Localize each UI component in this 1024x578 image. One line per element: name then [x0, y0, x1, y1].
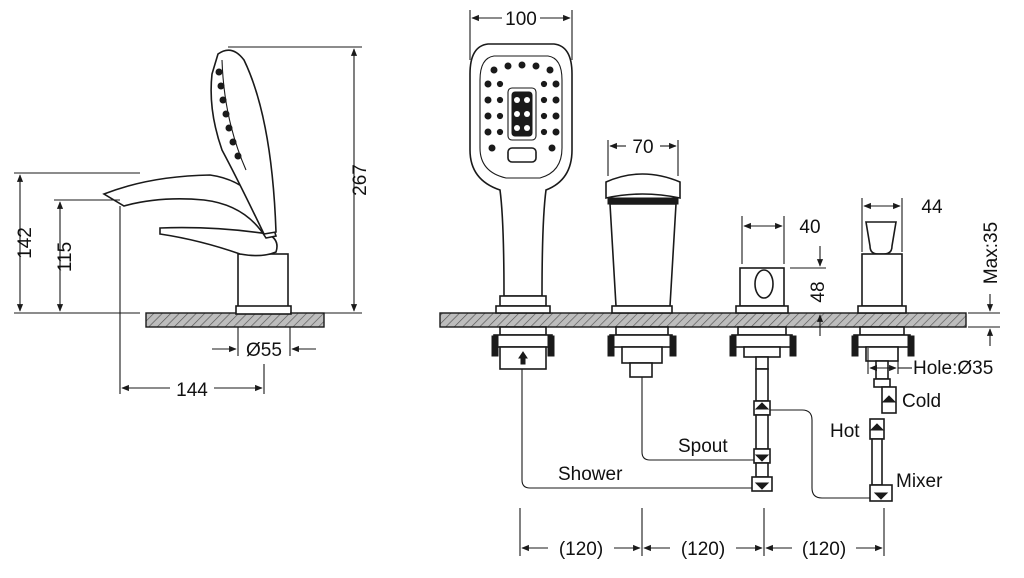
dim-valve-width: 40	[799, 217, 820, 238]
dim-lever-width: 44	[921, 197, 943, 218]
hand-shower-nozzles	[484, 61, 560, 152]
dim-valve-height: 48	[808, 281, 829, 302]
dim-spout-width: 70	[632, 137, 653, 158]
hand-shower	[469, 43, 573, 314]
side-base-body	[237, 253, 289, 313]
label-hot: Hot	[830, 421, 860, 442]
side-lever	[159, 226, 278, 257]
spout-body	[609, 203, 677, 307]
dim-total-height: 267	[350, 164, 371, 196]
lever-top	[865, 221, 897, 255]
mixer-inlet-pipe	[755, 368, 769, 402]
front-view: 100 70 40 48 44 Max:35 Hole:Ø35	[439, 9, 1002, 502]
label-mixer: Mixer	[896, 471, 943, 492]
hole-diameter: Hole:Ø35	[913, 358, 993, 379]
hand-shower-holder	[499, 295, 547, 307]
label-shower: Shower	[558, 464, 623, 485]
dim-outlet-height: 115	[55, 242, 76, 272]
spacing-1: (120)	[559, 539, 603, 560]
side-shower-face-line	[221, 59, 247, 171]
lever-body	[861, 253, 903, 307]
under-deck-fixings	[491, 326, 915, 378]
front-deck	[439, 312, 967, 328]
spacing-dimensions: (120) (120) (120)	[519, 508, 885, 560]
spacing-3: (120)	[802, 539, 846, 560]
dim-handshower-width: 100	[505, 9, 537, 30]
lever-handle	[857, 221, 907, 314]
dim-spout-reach: 144	[176, 380, 208, 401]
mixer-hose	[770, 409, 870, 499]
dim-base-diameter: Ø55	[246, 340, 282, 361]
mixer-valve	[735, 267, 789, 314]
side-base-flange	[235, 305, 292, 315]
spray-select-button	[507, 147, 537, 163]
side-spout	[102, 174, 278, 239]
spout-top	[605, 173, 681, 199]
spout-hose	[641, 377, 754, 461]
side-view: 267 142 115 Ø55 144	[14, 46, 371, 401]
connection-labels: Cold Hot Mixer Spout Shower	[558, 391, 943, 492]
dim-deck-thickness: Max:35	[981, 222, 1002, 284]
side-deck	[145, 312, 325, 328]
label-cold: Cold	[902, 391, 941, 412]
spout	[605, 173, 681, 314]
spacing-2: (120)	[681, 539, 725, 560]
label-spout: Spout	[678, 436, 728, 457]
hoses	[521, 360, 897, 502]
shower-hose	[521, 369, 752, 489]
side-shower-nozzles	[215, 68, 242, 160]
dim-spout-height: 142	[15, 227, 36, 259]
side-hand-shower	[210, 49, 277, 235]
